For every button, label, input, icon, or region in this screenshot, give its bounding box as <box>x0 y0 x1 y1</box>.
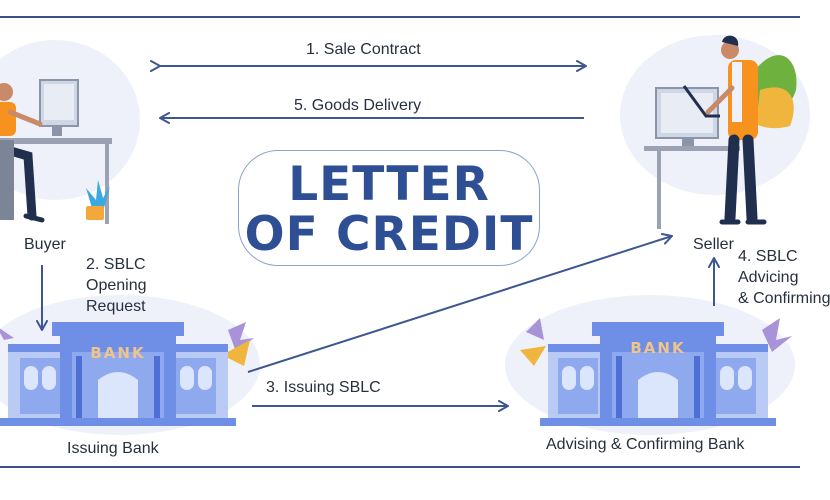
advising-bank-label: Advising & Confirming Bank <box>546 436 745 453</box>
diagram-frame <box>0 16 800 468</box>
arrows <box>36 60 720 412</box>
step-5-label: 5. Goods Delivery <box>294 97 422 114</box>
title-line-2: OF CREDIT <box>244 207 534 262</box>
step-1-label: 1. Sale Contract <box>306 41 421 58</box>
title-line-1: LETTER <box>288 157 490 212</box>
buyer-label: Buyer <box>24 236 66 253</box>
issuing-bank-label: Issuing Bank <box>67 440 159 457</box>
diagram-canvas: BANK BANK <box>0 35 810 435</box>
issuing-bank-illustration <box>0 295 260 435</box>
advising-bank-illustration <box>505 295 795 435</box>
step-4-label: 4. SBLC Advicing & Confirming <box>738 248 830 307</box>
issuing-to-seller-arrow <box>247 232 673 373</box>
step-2-label: 2. SBLC Opening Request <box>86 256 147 315</box>
seller-label: Seller <box>693 236 734 253</box>
step-3-label: 3. Issuing SBLC <box>266 379 381 396</box>
issuing-bank-sign: BANK <box>90 344 145 362</box>
advising-bank-sign: BANK <box>630 339 685 357</box>
seller-illustration <box>620 35 810 229</box>
buyer-illustration <box>0 40 140 224</box>
title-box: LETTER OF CREDIT <box>238 150 540 266</box>
